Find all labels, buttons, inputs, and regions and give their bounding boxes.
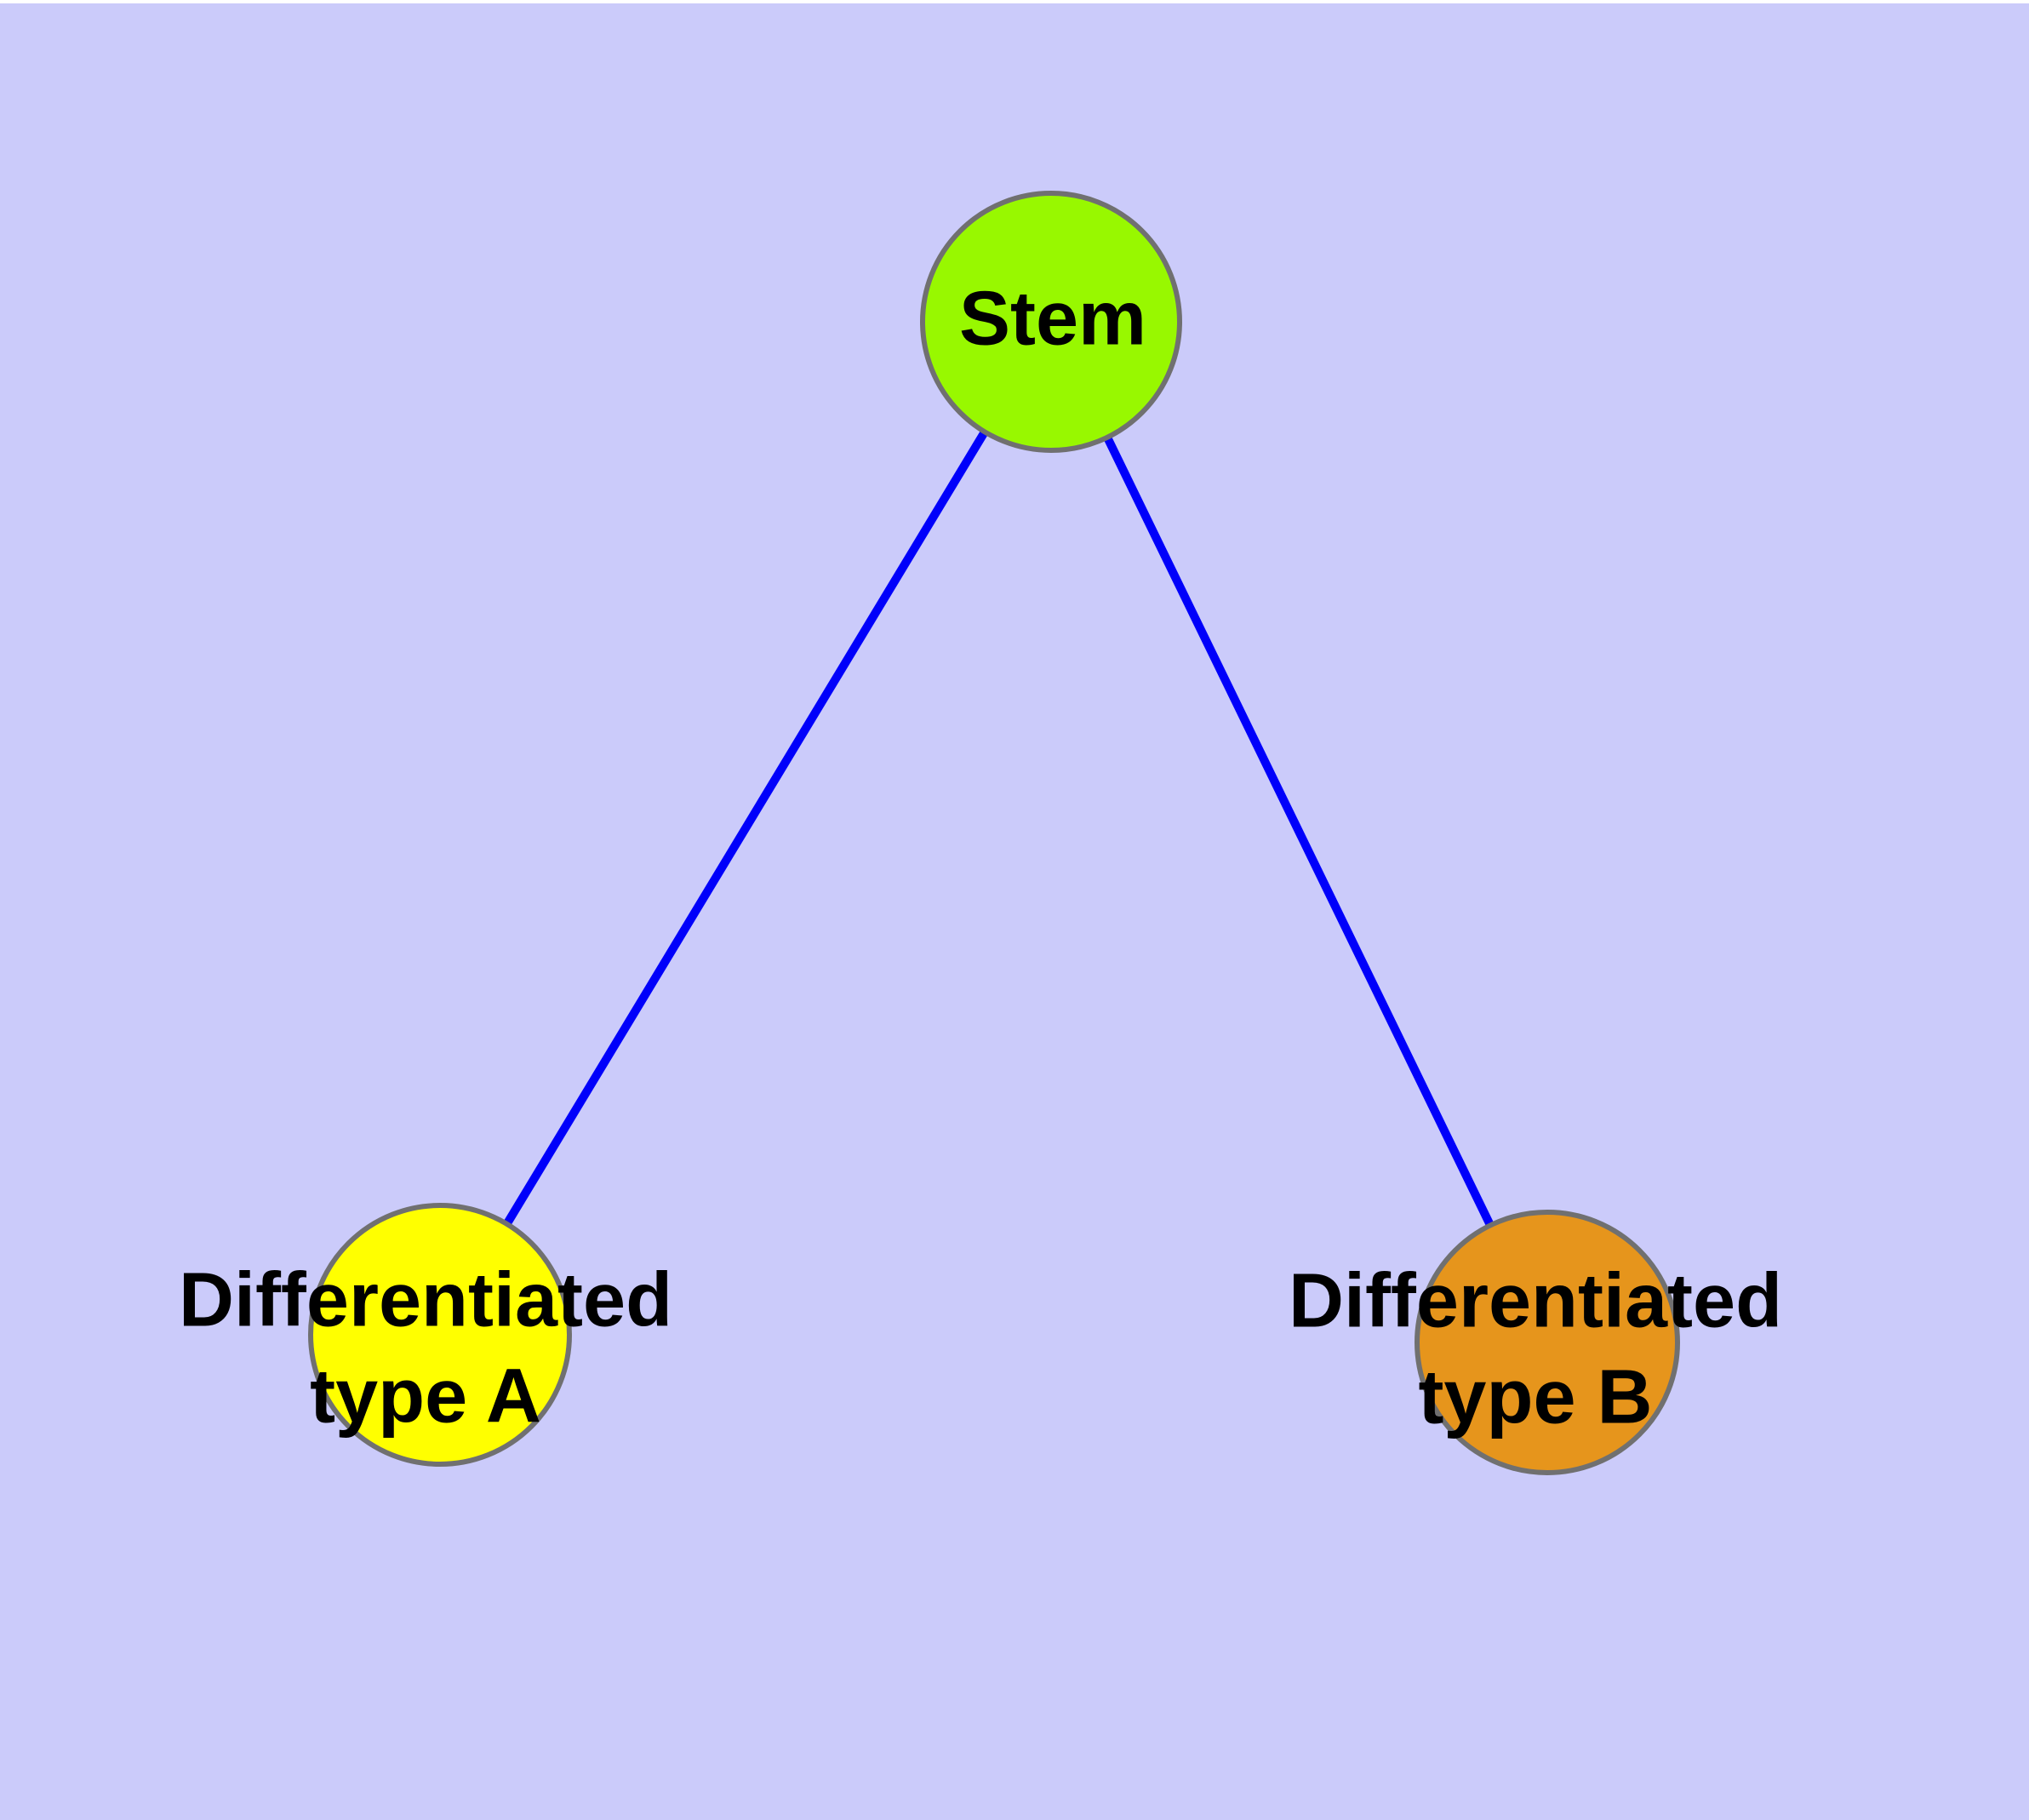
node-stem — [920, 191, 1182, 453]
node-type-a — [308, 1203, 572, 1467]
node-type-b — [1415, 1210, 1680, 1475]
edge-stem-type-b — [1047, 319, 1552, 1345]
diagram-canvas: Stem Differentiated type A Differentiate… — [0, 3, 2029, 1820]
edge-stem-type-a — [436, 319, 1055, 1337]
top-margin — [0, 0, 2029, 3]
graph-svg — [308, 191, 1680, 1475]
